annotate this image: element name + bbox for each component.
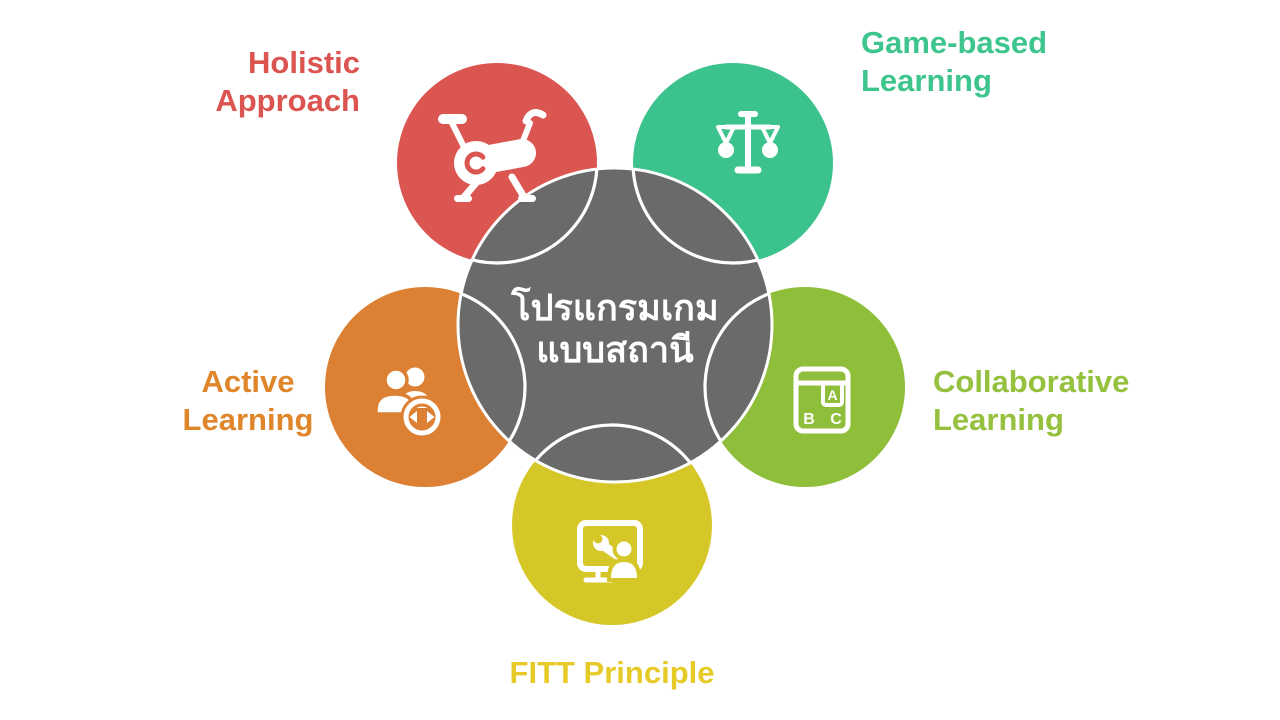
balance-scale-icon <box>716 111 780 174</box>
center-circle <box>456 166 774 484</box>
abc-book-icon: A B C <box>793 366 851 434</box>
book-letter-b: B <box>803 411 815 428</box>
label-line: Holistic <box>248 45 360 80</box>
outline-arc-active <box>458 285 527 482</box>
center-title-line2: แบบสถานี <box>536 329 694 370</box>
label-collaborative-learning: Collaborative Learning <box>933 363 1129 439</box>
label-line: Approach <box>215 83 360 118</box>
users-code-icon <box>374 367 444 439</box>
label-line: Game-based <box>861 25 1048 60</box>
petal-outline-arcs <box>458 168 772 482</box>
label-active-learning: Active Learning <box>148 363 348 439</box>
label-line: Learning <box>861 63 992 98</box>
label-fitt-principle: FITT Principle <box>462 654 762 692</box>
book-letter-c: C <box>830 411 842 428</box>
label-line: Active <box>201 364 295 399</box>
label-holistic-approach: Holistic Approach <box>215 44 360 120</box>
exercise-bike-icon <box>438 109 547 202</box>
outline-arc-collaborative <box>703 285 772 482</box>
outline-arc-game-based <box>631 168 772 265</box>
book-letter-a: A <box>827 387 837 403</box>
screen-wrench-user-icon <box>577 520 643 583</box>
label-line: Learning <box>933 402 1064 437</box>
center-title-line1: โปรแกรมเกม <box>510 286 718 328</box>
label-line: Collaborative <box>933 364 1130 399</box>
label-game-based-learning: Game-based Learning <box>861 24 1047 100</box>
outline-arc-holistic <box>458 168 599 265</box>
label-line: FITT Principle <box>509 655 715 690</box>
label-line: Learning <box>182 402 314 437</box>
outline-arc-fitt <box>510 423 714 482</box>
